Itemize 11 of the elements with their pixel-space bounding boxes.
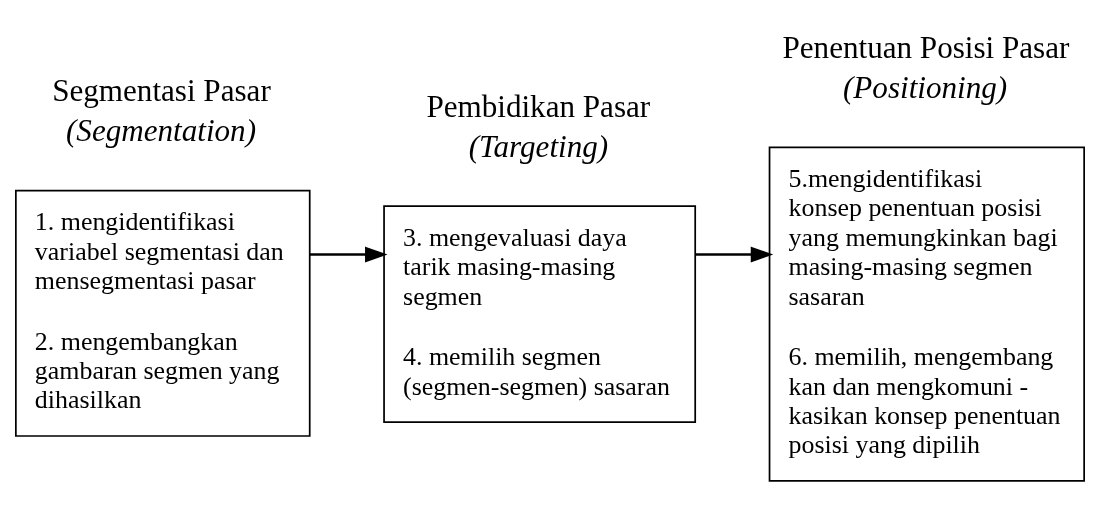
node-label: Pembidikan Pasar [426, 88, 651, 124]
node-label: (Segmentation) [65, 112, 257, 148]
node-label: Segmentasi Pasar [52, 72, 271, 108]
node-label: (Positioning) [843, 69, 1008, 105]
node-box: 5.mengidentifikasi konsep penentuan posisi yang memungkinkan bagi masing-masing segmen sasaran 6. memilih, mengembang kan dan mengkomuni - kasikan konsep penentuan posisi yang dipilih [768, 145, 1085, 482]
node-box: 3. mengevaluasi daya tarik masing-masing segmen 4. memilih segmen (segmen-segmen) sasaran [383, 204, 697, 423]
node-label: Penentuan Posisi Pasar [782, 29, 1070, 65]
node-box: 1. mengidentifikasi variabel segmentasi dan mensegmentasi pasar 2. mengembangkan gambaran segmen yang dihasilkan [15, 189, 311, 437]
arrow [695, 246, 774, 262]
arrow [309, 246, 388, 262]
node-label: (Targeting) [468, 128, 609, 164]
